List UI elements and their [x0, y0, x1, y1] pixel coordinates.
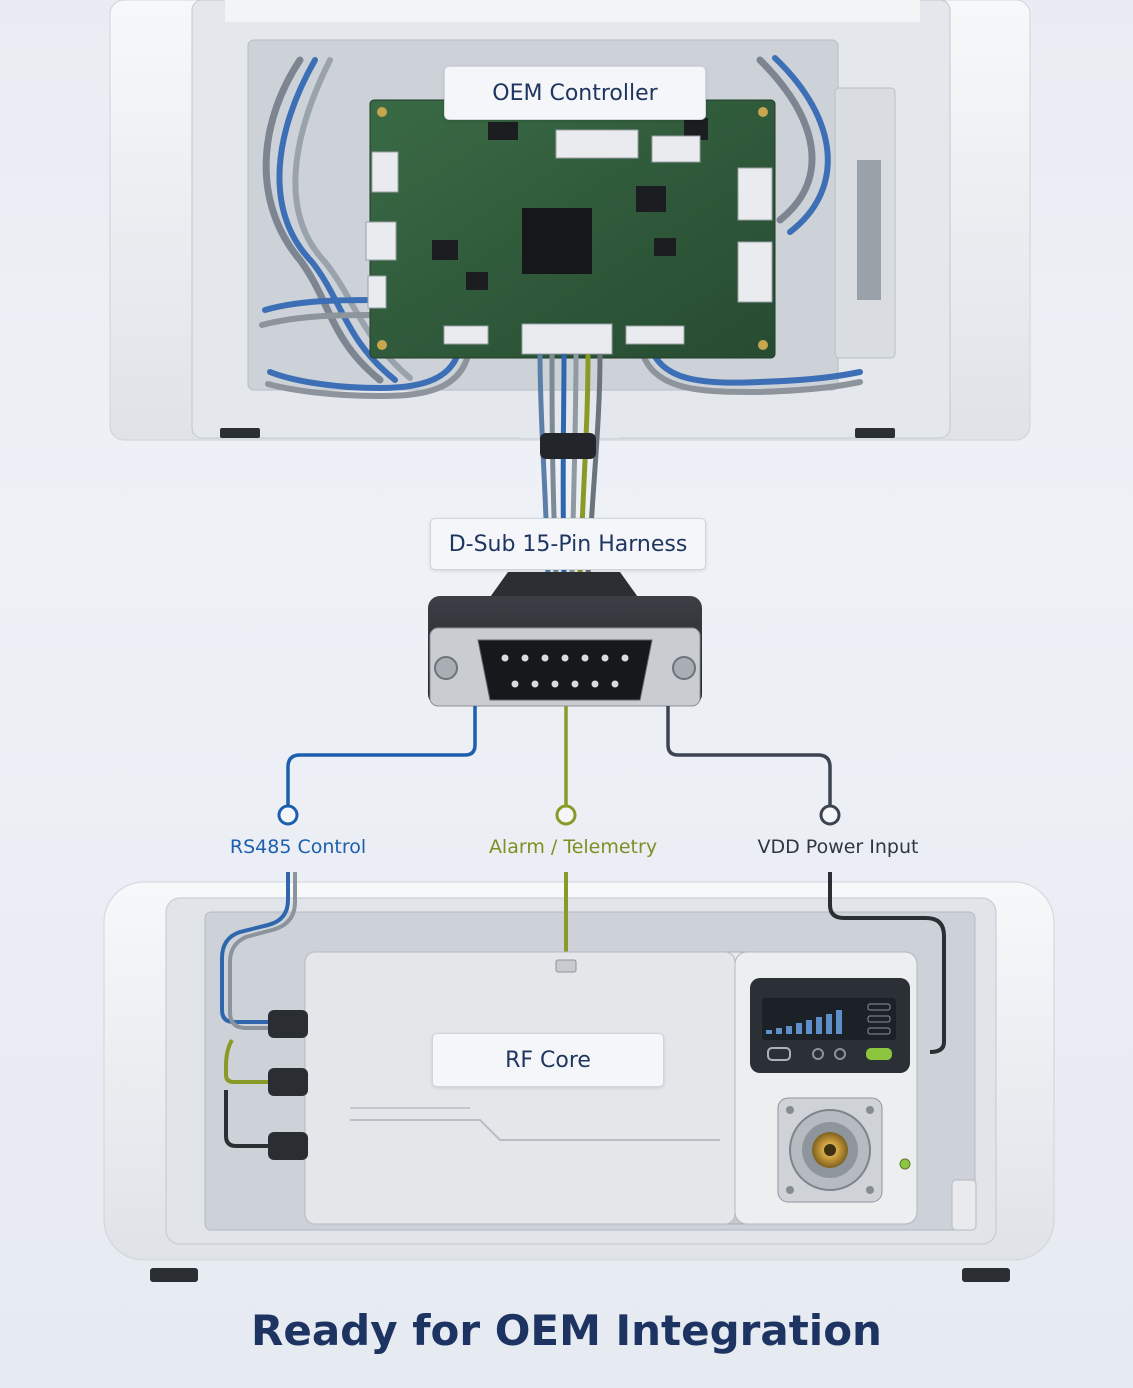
dsub-connector [428, 572, 702, 707]
footer-title: Ready for OEM Integration [251, 1306, 882, 1355]
label-dsub-harness: D-Sub 15-Pin Harness [430, 518, 706, 570]
label-rf-core: RF Core [432, 1033, 664, 1087]
m12-port-3 [268, 1132, 308, 1160]
vent-grille [857, 160, 881, 300]
rf-wires [220, 872, 946, 1148]
label-oem-controller: OEM Controller [444, 66, 706, 120]
rs485-node [277, 804, 299, 826]
signal-label-alarm: Alarm / Telemetry [488, 836, 658, 858]
internal-cable-bundles [259, 55, 863, 400]
alarm-node [555, 804, 577, 826]
m12-port-2 [268, 1068, 308, 1096]
signal-label-vdd: VDD Power Input [757, 836, 919, 858]
controller-pcb [365, 99, 776, 359]
vdd-line [666, 706, 832, 805]
power-led-icon [899, 1158, 911, 1170]
rs485-line [286, 706, 477, 805]
cable-ferrite [540, 433, 596, 459]
m12-port-1 [268, 1010, 308, 1038]
signal-bars-icon [766, 1010, 842, 1034]
vdd-node [819, 804, 841, 826]
rf-output-connector [777, 1097, 883, 1203]
signal-lines [286, 706, 832, 805]
status-display [750, 978, 910, 1073]
signal-label-rs485: RS485 Control [229, 836, 367, 858]
